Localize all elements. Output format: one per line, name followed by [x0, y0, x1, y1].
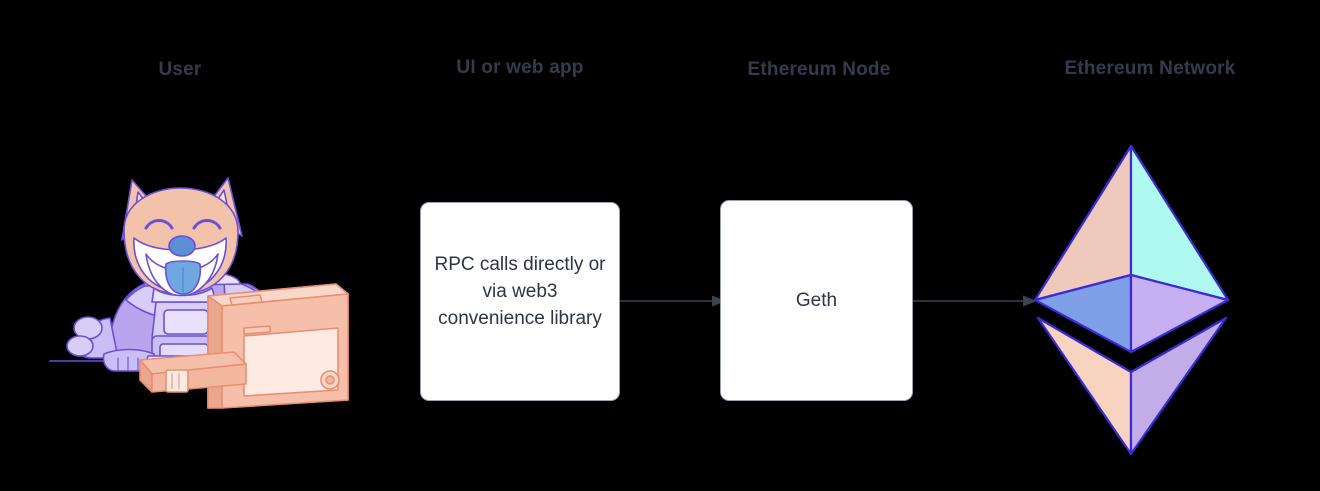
column-label-ui-or-web-app: UI or web app — [456, 57, 584, 78]
arm-left-wrist — [66, 335, 94, 357]
floppy-drive — [165, 369, 189, 393]
arrow-ui-to-ethereum-node — [620, 295, 726, 307]
column-label-user: User — [158, 59, 202, 80]
retro-computer — [139, 283, 349, 409]
eth-facet-upper-right — [1129, 144, 1230, 302]
node-ui-or-web-app[interactable]: RPC calls directly or via web3 convenien… — [420, 202, 620, 401]
column-label-ethereum-node: Ethereum Node — [747, 59, 891, 80]
eth-facet-upper-left — [1033, 144, 1133, 302]
node-geth-label: Geth — [795, 290, 838, 311]
floppy-slots — [171, 373, 180, 389]
power-dial-center — [325, 375, 335, 385]
computer-side — [207, 295, 223, 409]
computer-vent — [229, 294, 263, 306]
hand-left-fingers — [117, 356, 139, 372]
suit-chest-panel — [163, 309, 209, 335]
dog-nose — [168, 235, 196, 257]
screen-label — [243, 325, 271, 335]
column-label-ethereum-network: Ethereum Network — [1064, 58, 1236, 79]
node-ui-label: RPC calls directly or via web3 convenien… — [434, 254, 606, 329]
eth-facet-mid-right — [1129, 273, 1230, 354]
user-illustration-shiba-astronaut — [49, 177, 349, 409]
arrow-ethereum-node-to-network — [913, 295, 1037, 307]
eye-right — [192, 219, 222, 230]
eye-left — [144, 219, 174, 230]
ethereum-diamond-logo — [1033, 144, 1230, 456]
node-geth[interactable]: Geth — [720, 200, 913, 401]
eth-facet-lower-right — [1129, 316, 1228, 456]
